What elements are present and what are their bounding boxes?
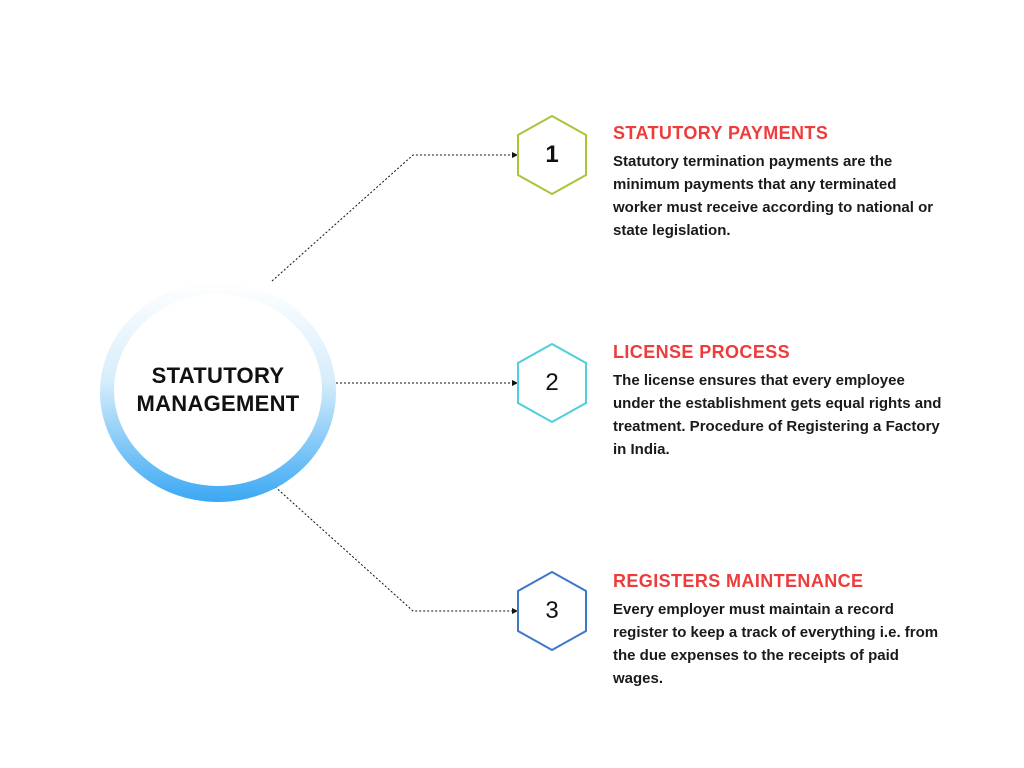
step-2-block: LICENSE PROCESS The license ensures that… — [613, 341, 943, 461]
hexagon-2-shape — [517, 343, 587, 423]
step-1-number: 1 — [545, 141, 559, 168]
step-3-description: Every employer must maintain a record re… — [613, 601, 939, 687]
connector-line-1 — [271, 152, 518, 282]
step-2-description: The license ensures that every employee … — [613, 372, 942, 458]
step-3-title: REGISTERS MAINTENANCE — [613, 571, 864, 591]
step-3-hexagon: 3 — [516, 571, 588, 651]
step-2-hexagon: 2 — [516, 343, 588, 423]
central-node: STATUTORY MANAGEMENT — [100, 282, 336, 502]
central-circle: STATUTORY MANAGEMENT — [114, 294, 322, 486]
hexagon-3-shape — [517, 571, 587, 651]
connector-line-3 — [271, 483, 518, 614]
step-1-hexagon: 1 — [516, 115, 588, 195]
step-3-number: 3 — [545, 597, 559, 624]
step-1-description: Statutory termination payments are the m… — [613, 153, 934, 239]
step-1-block: STATUTORY PAYMENTS Statutory termination… — [613, 122, 943, 242]
step-2-title: LICENSE PROCESS — [613, 342, 791, 362]
step-1-title: STATUTORY PAYMENTS — [613, 123, 829, 143]
step-2-number: 2 — [545, 369, 559, 396]
hexagon-1-shape — [517, 115, 587, 195]
step-3-block: REGISTERS MAINTENANCE Every employer mus… — [613, 570, 943, 690]
central-title: STATUTORY MANAGEMENT — [136, 363, 300, 416]
